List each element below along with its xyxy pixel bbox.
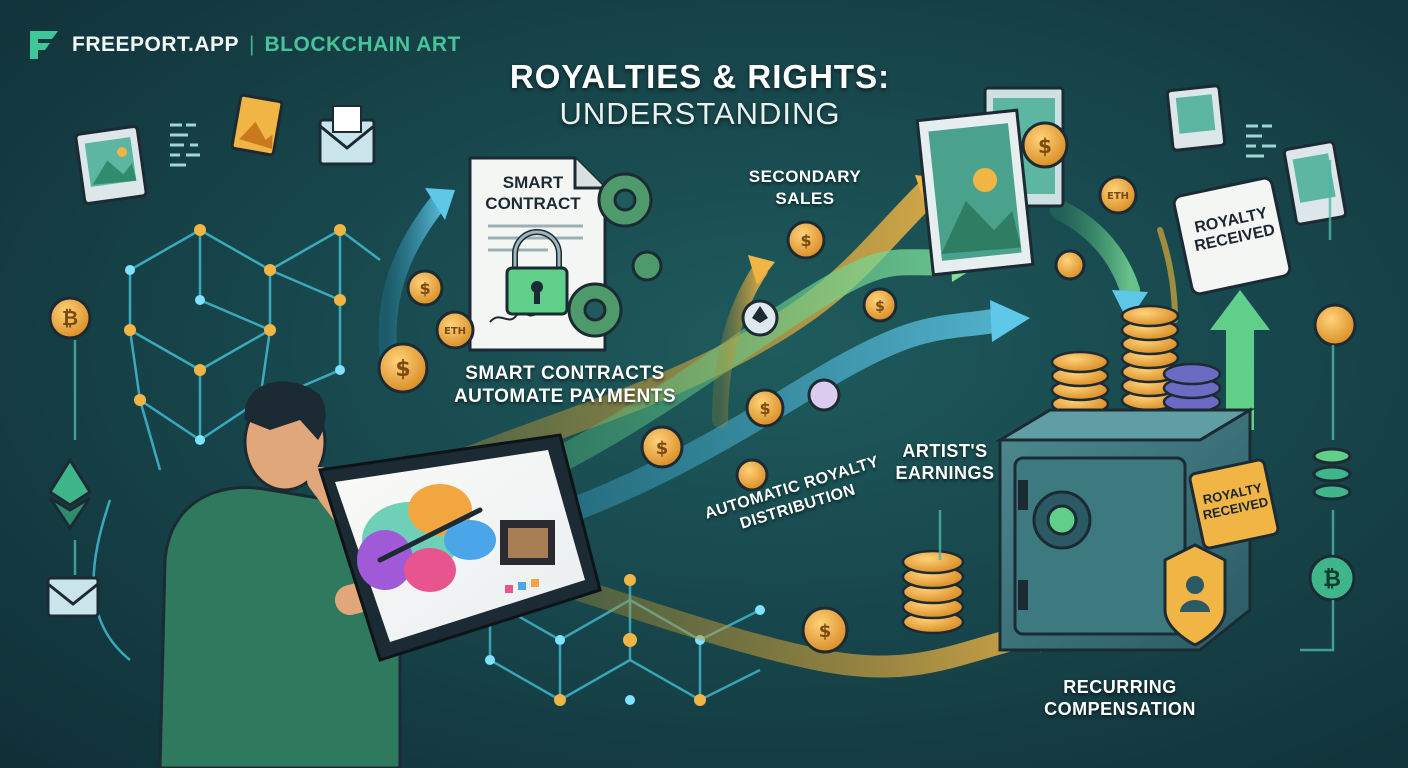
svg-text:$: $ xyxy=(875,299,885,315)
connector-lines xyxy=(73,160,1335,652)
smart-contract-doc-heading: SMART CONTRACT xyxy=(485,173,581,213)
coin-icon xyxy=(1313,303,1357,347)
label-secondary-sales: SECONDARY SALES xyxy=(748,167,862,208)
envelope-icon xyxy=(46,576,100,618)
brand-header: FREEPORT.APP | BLOCKCHAIN ART xyxy=(26,28,461,62)
image-frame-icon xyxy=(1165,84,1227,152)
image-frame-icon xyxy=(74,125,148,205)
royalty-badge-top xyxy=(1172,176,1292,296)
bitcoin-icon: ₿ xyxy=(1308,554,1356,602)
padlock-icon xyxy=(505,229,569,316)
artwork-frame xyxy=(915,108,1035,277)
svg-text:ETH: ETH xyxy=(444,326,466,337)
svg-text:₿: ₿ xyxy=(62,306,78,330)
svg-text:$: $ xyxy=(759,399,770,418)
envelope-icon xyxy=(318,105,376,166)
coin-stack-icon xyxy=(1312,447,1352,501)
network-nodes xyxy=(124,224,346,406)
ethereum-icon xyxy=(47,457,93,531)
freeport-logo-icon xyxy=(30,31,58,59)
drawing-tablet xyxy=(318,433,602,662)
svg-text:$: $ xyxy=(800,231,811,250)
gear-icon xyxy=(567,282,623,338)
svg-text:$: $ xyxy=(656,438,669,459)
page-title: ROYALTIES & RIGHTS: xyxy=(509,58,891,95)
brand-tagline: BLOCKCHAIN ART xyxy=(264,33,461,56)
bitcoin-icon: ₿ xyxy=(48,296,92,340)
svg-text:₿: ₿ xyxy=(1323,567,1341,592)
floating-coins: $ ETH $ $ $ $ $ $ $ ETH xyxy=(377,121,1138,654)
label-recurring-compensation: RECURRING COMPENSATION xyxy=(1044,677,1196,719)
svg-text:$: $ xyxy=(395,357,410,382)
gear-icon xyxy=(597,172,653,228)
page-subtitle: UNDERSTANDING xyxy=(559,96,841,131)
brand-name: FREEPORT.APP xyxy=(72,33,240,56)
shield-icon xyxy=(1163,543,1227,647)
brand-separator: | xyxy=(249,33,255,56)
svg-text:$: $ xyxy=(1038,134,1052,158)
dash-lines xyxy=(170,123,200,167)
svg-text:$: $ xyxy=(819,621,832,642)
image-frame-icon xyxy=(1282,140,1348,226)
svg-text:ETH: ETH xyxy=(1107,191,1129,202)
image-frame-icon xyxy=(230,93,284,157)
gear-icon xyxy=(631,250,663,282)
svg-text:$: $ xyxy=(419,279,430,298)
label-smart-contracts: SMART CONTRACTS AUTOMATE PAYMENTS xyxy=(453,363,677,407)
royalty-badge-vault xyxy=(1188,458,1280,550)
label-artists-earnings: ARTIST'S EARNINGS xyxy=(895,441,995,483)
